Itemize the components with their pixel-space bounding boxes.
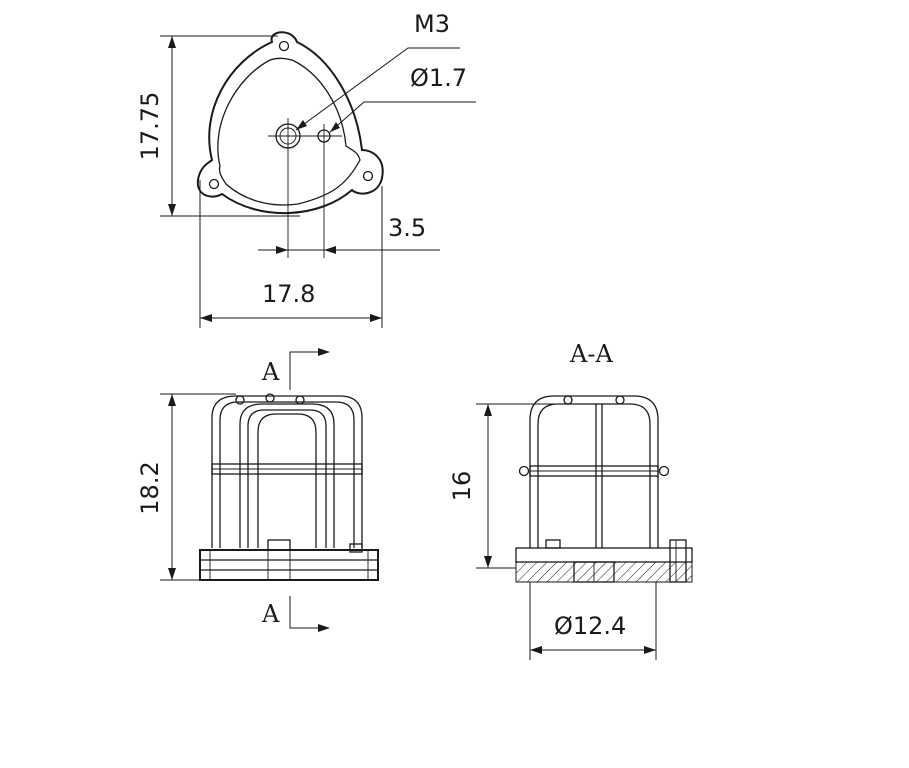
m3-label: M3 — [414, 10, 450, 38]
top-view: M3 Ø1.7 17.75 3.5 17.8 — [136, 10, 476, 328]
flange-inner-outline — [217, 57, 361, 206]
height-label: 17.75 — [136, 92, 164, 161]
side-view: A A 18.2 — [136, 348, 379, 632]
width-label: 17.8 — [262, 280, 315, 308]
section-mark-bottom: A — [261, 600, 280, 628]
flange-outline — [196, 31, 384, 215]
mount-hole-top — [278, 40, 290, 52]
offset-label: 3.5 — [388, 214, 426, 242]
mount-hole-left — [208, 178, 220, 190]
mount-hole-right — [362, 170, 374, 182]
section-view: A-A 16 Ø12.4 — [448, 340, 693, 660]
section-diameter-label: Ø12.4 — [554, 612, 626, 640]
section-title: A-A — [569, 340, 613, 368]
side-height-label: 18.2 — [136, 461, 164, 514]
hole-diameter-label: Ø1.7 — [410, 64, 467, 92]
section-height-label: 16 — [448, 471, 476, 502]
section-mark-top: A — [261, 358, 280, 386]
